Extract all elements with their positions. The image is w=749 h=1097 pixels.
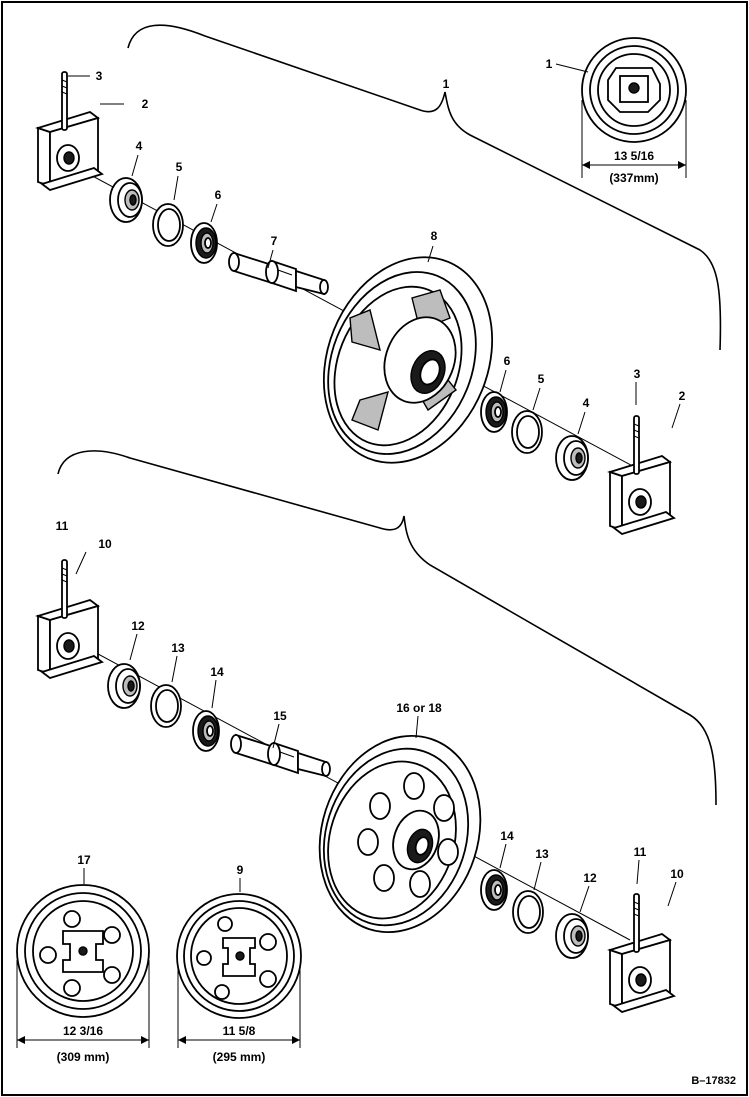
callout-4-left: 4 <box>136 139 143 153</box>
shaft-7 <box>228 252 329 295</box>
dim-idler-17-in: 12 3/16 <box>63 1024 103 1038</box>
assembly-1-brace <box>127 24 722 351</box>
seal-12-left <box>107 663 141 709</box>
callout-9: 9 <box>237 863 244 877</box>
dim-idler-1-in: 13 5/16 <box>614 149 654 163</box>
callout-1-main: 1 <box>443 77 450 91</box>
callout-5-left: 5 <box>176 160 183 174</box>
seal-4-right <box>555 435 589 481</box>
o-ring-5-left <box>152 203 184 247</box>
o-ring-13-left <box>150 684 182 728</box>
shaft-15 <box>230 734 331 777</box>
callout-10-right: 10 <box>670 867 684 881</box>
dim-idler-1-mm: (337mm) <box>609 171 658 185</box>
callout-3-left: 3 <box>96 69 103 83</box>
callout-3-right: 3 <box>634 367 641 381</box>
assembly-16-18-brace <box>57 450 717 806</box>
callout-15: 15 <box>273 709 287 723</box>
idler-wheel-8 <box>322 256 494 464</box>
callout-10-left: 10 <box>98 537 112 551</box>
bearing-6-left <box>190 222 218 264</box>
callout-12-left: 12 <box>131 619 145 633</box>
callout-6-left: 6 <box>215 188 222 202</box>
seal-4-left <box>109 177 143 223</box>
callout-1-detail: 1 <box>546 57 553 71</box>
callout-8: 8 <box>431 229 438 243</box>
idler-17-detail <box>16 884 150 1048</box>
callout-14-left: 14 <box>210 665 224 679</box>
idler-wheel-16-18 <box>318 734 482 934</box>
o-ring-13-right <box>512 890 544 934</box>
callout-5-right: 5 <box>538 372 545 386</box>
callout-13-left: 13 <box>171 641 185 655</box>
bearing-6-right <box>480 391 508 433</box>
callout-6-right: 6 <box>504 354 511 368</box>
callout-16-or-18: 16 or 18 <box>396 701 442 715</box>
callout-2-right: 2 <box>679 389 686 403</box>
dim-idler-17-mm: (309 mm) <box>57 1050 110 1064</box>
callout-17: 17 <box>77 853 91 867</box>
callout-7: 7 <box>271 234 278 248</box>
bearing-14-right <box>480 869 508 911</box>
idler-9-detail <box>176 893 302 1048</box>
bracket-10-right <box>609 893 675 1013</box>
callout-14-right: 14 <box>500 829 514 843</box>
bearing-14-left <box>192 710 220 752</box>
bracket-2-left <box>37 71 103 191</box>
seal-12-right <box>555 913 589 959</box>
bracket-2-right <box>609 415 675 535</box>
callout-12-right: 12 <box>583 871 597 885</box>
callout-11-left: 11 <box>56 519 69 533</box>
dim-idler-9-in: 11 5/8 <box>223 1024 256 1038</box>
callout-11-right: 11 <box>634 845 647 859</box>
figure-reference-number: B–17832 <box>691 1075 736 1087</box>
bracket-10-left <box>37 559 103 679</box>
o-ring-5-right <box>511 410 543 454</box>
callout-4-right: 4 <box>583 396 590 410</box>
callout-13-right: 13 <box>535 847 549 861</box>
idler-1-detail <box>581 37 687 178</box>
dim-idler-9-mm: (295 mm) <box>213 1050 266 1064</box>
callout-2-left: 2 <box>142 97 149 111</box>
